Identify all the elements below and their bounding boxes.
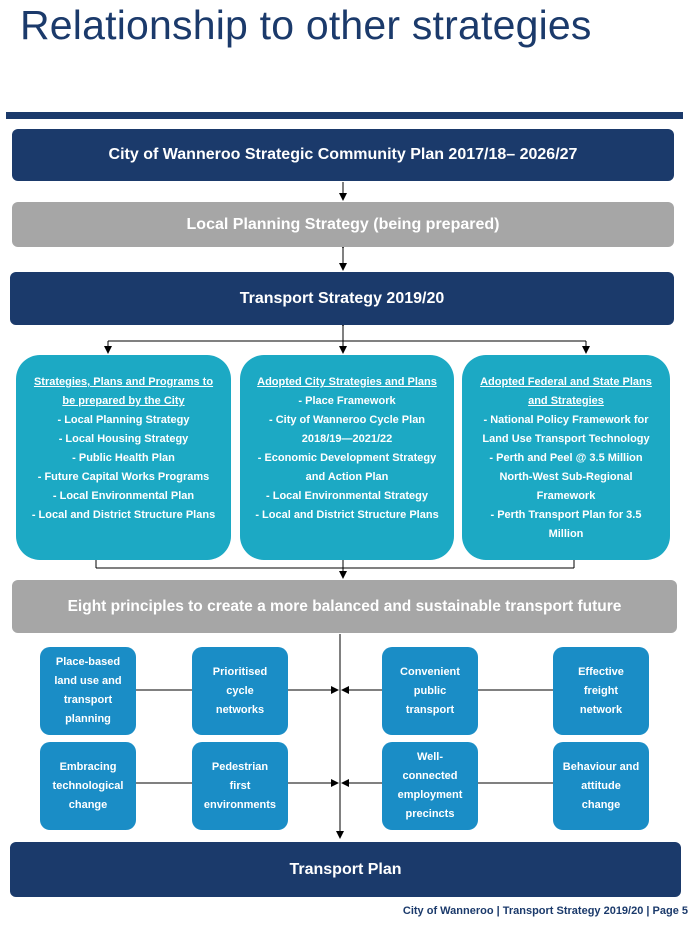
panel-item: - Perth Transport Plan for 3.5 <box>490 509 642 521</box>
panel-heading: and Strategies <box>528 395 604 407</box>
transport-strategy-bar: Transport Strategy 2019/20 <box>10 272 674 325</box>
panel-item: - Local Planning Strategy <box>57 414 190 426</box>
panel-heading: Strategies, Plans and Programs to <box>33 376 214 388</box>
panel-item: 2018/19—2021/22 <box>301 433 393 445</box>
panel-item: - Place Framework <box>298 395 396 407</box>
panel-item: - Local and District Structure Plans <box>31 509 216 521</box>
community-plan-bar: City of Wanneroo Strategic Community Pla… <box>12 129 674 181</box>
principle-box: Behaviour and attitude change <box>553 742 649 830</box>
panel-item: - City of Wanneroo Cycle Plan <box>268 414 426 426</box>
panel-item: North-West Sub-Regional <box>499 471 633 483</box>
principle-box: Embracing technological change <box>40 742 136 830</box>
panel-item: - Local Environmental Plan <box>52 490 195 502</box>
local-planning-bar: Local Planning Strategy (being prepared) <box>12 202 674 247</box>
panel-adopted-city: Adopted City Strategies and Plans - Plac… <box>240 355 454 560</box>
page-footer: City of Wanneroo | Transport Strategy 20… <box>402 905 688 917</box>
panel-item: - National Policy Framework for <box>483 414 649 426</box>
principle-box: Place-based land use and transport plann… <box>40 647 136 735</box>
panel-federal-state: Adopted Federal and State Plans and Stra… <box>462 355 670 560</box>
panel-item: - Local Housing Strategy <box>58 433 189 445</box>
transport-plan-bar: Transport Plan <box>10 842 681 897</box>
principle-box: Prioritised cycle networks <box>192 647 288 735</box>
panel-item: Framework <box>536 490 596 502</box>
panel-item: - Future Capital Works Programs <box>37 471 210 483</box>
panel-item: and Action Plan <box>305 471 389 483</box>
panel-city-strategies: Strategies, Plans and Programs to be pre… <box>16 355 231 560</box>
principle-box: Convenient public transport <box>382 647 478 735</box>
principle-box: Effective freight network <box>553 647 649 735</box>
panel-item: Million <box>548 528 584 540</box>
principle-box: Well- connected employment precincts <box>382 742 478 830</box>
panel-heading: Adopted City Strategies and Plans <box>257 376 437 388</box>
panel-item: - Public Health Plan <box>72 452 175 464</box>
panel-heading: be prepared by the City <box>62 395 185 407</box>
panel-heading: Adopted Federal and State Plans <box>480 376 652 388</box>
panel-item: Land Use Transport Technology <box>482 433 650 445</box>
principle-box: Pedestrian first environments <box>192 742 288 830</box>
page-title: Relationship to other strategies <box>20 2 592 48</box>
panel-item: - Local and District Structure Plans <box>255 509 439 521</box>
panel-item: - Local Environmental Strategy <box>266 490 428 502</box>
eight-principles-bar: Eight principles to create a more balanc… <box>12 580 677 633</box>
panel-item: - Economic Development Strategy <box>257 452 437 464</box>
panel-item: - Perth and Peel @ 3.5 Million <box>489 452 643 464</box>
title-divider <box>6 112 683 119</box>
